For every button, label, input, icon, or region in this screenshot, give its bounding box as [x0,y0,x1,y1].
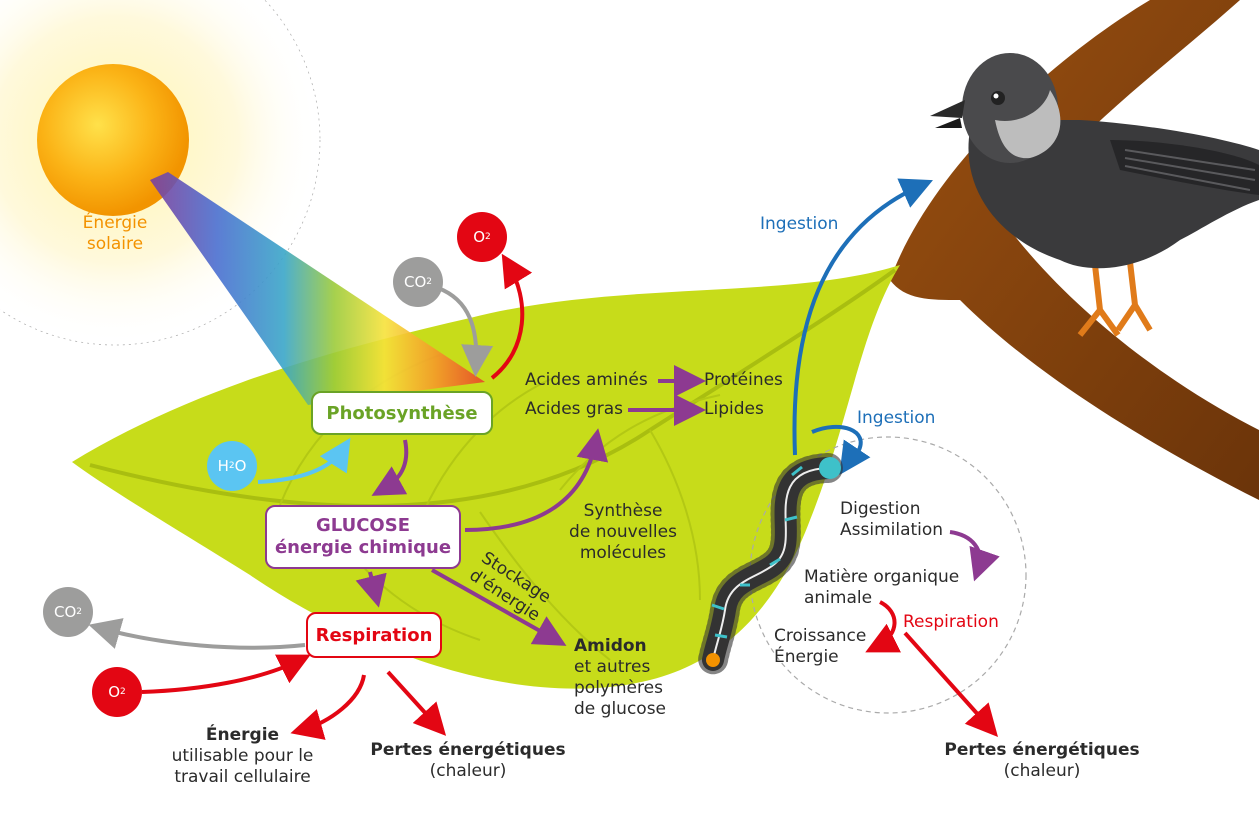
organic-matter-label: Matière organique animale [804,567,959,609]
h2o-in-arrow [257,437,351,484]
assimilation-line: Assimilation [840,520,944,540]
h2o-main: H [217,457,229,475]
o2-in-arrow [141,654,311,694]
photosynthesis-label: Photosynthèse [326,402,478,424]
organic-line2: animale [804,588,873,608]
plant-losses-line2: (chaleur) [429,761,507,781]
photo-to-glucose-arrow [371,439,409,496]
respiration-to-losses-arrow [386,670,447,736]
starch-line3: polymères [574,678,663,698]
branch [890,0,1259,500]
digestion-label: Digestion Assimilation [840,499,943,541]
co2-left-sub: 2 [76,607,82,617]
digestion-line: Digestion [840,499,921,519]
proteins-label: Protéines [704,370,783,390]
bird-illustration [930,53,1259,337]
sun-icon [37,64,189,216]
growth-line: Croissance [774,626,867,646]
new-molecules-label: Synthèse de nouvelles molécules [558,501,688,564]
co2-out-arrow [88,618,306,650]
new-molecules-line1: Synthèse [583,501,663,521]
starch-title: Amidon [574,636,647,656]
co2-left-main: CO [53,603,77,621]
glucose-to-synthesis-arrow [464,428,609,532]
o2-top-sub: 2 [485,232,491,242]
organic-line1: Matière organique [804,567,960,587]
starch-line4: de glucose [574,699,667,719]
o2-bottom-bubble [92,667,142,717]
glucose-box: GLUCOSE énergie chimique [265,505,461,569]
new-molecules-line2: de nouvelles [569,522,677,542]
co2-top-bubble [393,257,443,307]
sun-label-line1: Énergie [82,213,148,233]
animal-energy-line: Énergie [774,647,839,667]
starch-label: Amidon et autres polymères de glucose [574,636,666,720]
amino-acids-label: Acides aminés [525,370,648,390]
glucose-label-line2: énergie chimique [274,537,452,558]
usable-energy-line3: travail cellulaire [174,767,311,787]
animal-respiration-arrow [865,600,902,653]
o2-top-main: O [473,228,486,246]
lipids-label: Lipides [704,399,764,419]
ingestion-caterpillar-arrow [811,424,871,475]
usable-energy-label: Énergie utilisable pour le travail cellu… [155,725,330,788]
co2-left-bubble [43,587,93,637]
co2-top-main: CO [403,273,427,291]
glucose-label-line1: GLUCOSE [316,515,410,536]
co2-in-arrow [437,286,494,377]
o2-bottom-main: O [108,683,121,701]
sun-label-line2: solaire [86,234,144,254]
ingestion-bird-label: Ingestion [760,214,839,234]
caterpillar-illustration [698,453,843,675]
animal-losses-arrow [903,631,999,737]
o2-top-bubble [457,212,507,262]
photosynthesis-box: Photosynthèse [311,391,493,435]
new-molecules-line3: molécules [579,543,667,563]
glucose-to-starch-arrow [431,568,567,646]
respiration-label: Respiration [315,624,433,646]
fatty-acids-label: Acides gras [525,399,623,419]
ingestion-bird-arrow [792,178,933,456]
animal-losses-line2: (chaleur) [1003,761,1081,781]
animal-respiration-label: Respiration [903,612,999,632]
light-beam [150,172,485,405]
o2-bottom-sub: 2 [120,687,126,697]
glucose-to-respiration-arrow [355,571,387,608]
starch-line2: et autres [574,657,651,677]
respiration-box: Respiration [306,612,442,658]
h2o-bubble [207,441,257,491]
sun-glow-edge [0,0,321,346]
sun-label: Énergie solaire [70,213,160,255]
h2o-tail: O [234,457,247,475]
assimilation-arrow [949,530,1000,582]
co2-top-sub: 2 [426,277,432,287]
plant-losses-label: Pertes énergétiques (chaleur) [368,740,568,782]
usable-energy-line2: utilisable pour le [171,746,314,766]
plant-losses-title: Pertes énergétiques [370,740,566,760]
usable-energy-title: Énergie [205,725,280,745]
growth-label: Croissance Énergie [774,626,866,668]
h2o-sub: 2 [228,461,235,471]
respiration-to-energy-arrow [290,674,366,740]
animal-losses-label: Pertes énergétiques (chaleur) [942,740,1142,782]
o2-out-arrow [490,253,533,380]
ingestion-caterpillar-label: Ingestion [857,408,936,428]
animal-losses-title: Pertes énergétiques [944,740,1140,760]
